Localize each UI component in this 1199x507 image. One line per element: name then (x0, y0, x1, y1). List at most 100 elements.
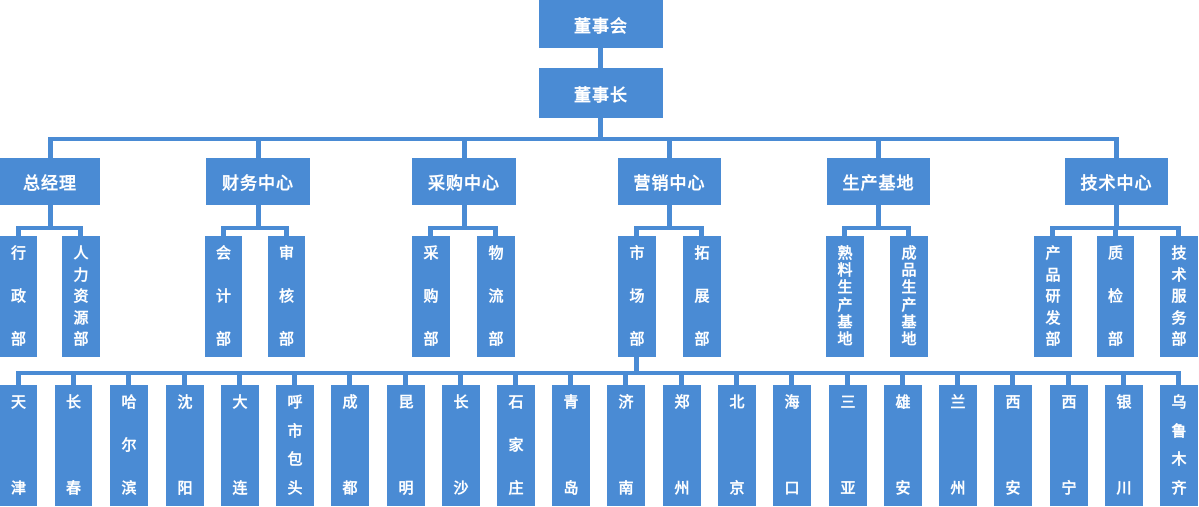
org-node-dept-accounting: 会计部 (205, 236, 242, 357)
connector-line (598, 48, 603, 68)
org-node-division-general-manager: 总经理 (0, 158, 100, 205)
connector-line (16, 226, 83, 230)
connector-line (906, 230, 911, 237)
connector-line (347, 375, 352, 386)
connector-line (403, 375, 408, 386)
org-node-dept-human-resources: 人力资源部 (62, 236, 100, 357)
connector-line (16, 371, 1181, 375)
connector-line (48, 137, 1119, 141)
connector-line (667, 205, 672, 230)
connector-line (126, 375, 131, 386)
org-node-dept-product-rnd: 产品研发部 (1034, 236, 1072, 357)
org-node-branch-beijing: 北京 (718, 385, 756, 506)
org-node-division-technology-center: 技术中心 (1065, 158, 1168, 205)
connector-line (71, 375, 76, 386)
connector-line (1050, 226, 1181, 230)
connector-line (1121, 375, 1126, 386)
connector-line (221, 226, 289, 230)
org-node-branch-changchun: 长春 (55, 385, 92, 506)
connector-line (679, 375, 684, 386)
connector-line (842, 230, 847, 237)
connector-line (428, 230, 433, 237)
org-node-branch-zhengzhou: 郑州 (663, 385, 701, 506)
connector-line (845, 375, 850, 386)
org-node-branch-tianjin: 天津 (0, 385, 37, 506)
org-node-branch-shijiazhuang: 石家庄 (497, 385, 535, 506)
connector-line (876, 205, 881, 230)
connector-line (1050, 230, 1055, 237)
connector-line (428, 226, 498, 230)
connector-line (1176, 230, 1181, 237)
connector-line (623, 375, 628, 386)
connector-line (182, 375, 187, 386)
org-node-branch-xining: 西宁 (1050, 385, 1088, 506)
connector-line (876, 141, 881, 158)
org-node-dept-administration: 行政部 (0, 236, 37, 357)
org-node-division-procurement-center: 采购中心 (412, 158, 516, 205)
connector-line (292, 375, 297, 386)
org-node-dept-quality-inspection: 质检部 (1097, 236, 1134, 357)
connector-line (1114, 205, 1119, 230)
connector-line (568, 375, 573, 386)
org-node-branch-sanya: 三亚 (829, 385, 867, 506)
org-node-chairman: 董事长 (539, 68, 663, 118)
connector-line (634, 230, 639, 237)
connector-line (48, 141, 53, 158)
connector-line (1176, 375, 1181, 386)
org-node-branch-jinan: 济南 (607, 385, 645, 506)
org-node-branch-xiongan: 雄安 (884, 385, 922, 506)
connector-line (1114, 141, 1119, 158)
org-node-branch-haikou: 海口 (773, 385, 811, 506)
connector-line (513, 375, 518, 386)
connector-line (1113, 230, 1118, 237)
org-node-branch-dalian: 大连 (221, 385, 259, 506)
connector-line (789, 375, 794, 386)
org-node-branch-chengdu: 成都 (331, 385, 369, 506)
connector-line (900, 375, 905, 386)
org-node-division-production-base: 生产基地 (827, 158, 930, 205)
connector-line (78, 230, 83, 237)
connector-line (734, 375, 739, 386)
org-node-board: 董事会 (539, 0, 663, 48)
org-node-branch-wulumuqi: 乌鲁木齐 (1160, 385, 1198, 506)
connector-line (16, 375, 21, 386)
org-node-branch-hushi-baotou: 呼市包头 (276, 385, 314, 506)
org-node-dept-technical-service: 技术服务部 (1160, 236, 1198, 357)
org-node-branch-shenyang: 沈阳 (166, 385, 204, 506)
connector-line (634, 226, 704, 230)
org-node-branch-yinchuan: 银川 (1105, 385, 1143, 506)
connector-line (256, 141, 261, 158)
org-node-branch-xian: 西安 (994, 385, 1032, 506)
connector-line (634, 357, 639, 373)
connector-line (493, 230, 498, 237)
connector-line (1010, 375, 1015, 386)
connector-line (256, 205, 261, 230)
connector-line (462, 205, 467, 230)
org-node-branch-lanzhou: 兰州 (939, 385, 977, 506)
connector-line (284, 230, 289, 237)
org-node-branch-haerbin: 哈尔滨 (110, 385, 148, 506)
org-node-branch-changsha: 长沙 (442, 385, 480, 506)
org-node-branch-qingdao: 青岛 (552, 385, 590, 506)
connector-line (667, 141, 672, 158)
connector-line (48, 205, 53, 230)
org-node-dept-purchasing: 采购部 (412, 236, 450, 357)
connector-line (237, 375, 242, 386)
org-node-dept-finished-product-base: 成品生产基地 (890, 236, 928, 357)
connector-line (842, 226, 911, 230)
org-node-dept-audit: 审核部 (268, 236, 305, 357)
org-node-dept-clinker-production-base: 熟料生产基地 (826, 236, 864, 357)
connector-line (598, 118, 603, 139)
connector-line (458, 375, 463, 386)
connector-line (955, 375, 960, 386)
connector-line (16, 230, 21, 237)
connector-line (1066, 375, 1071, 386)
connector-line (462, 141, 467, 158)
org-node-branch-kunming: 昆明 (387, 385, 425, 506)
org-node-dept-logistics: 物流部 (477, 236, 515, 357)
org-node-dept-market: 市场部 (618, 236, 656, 357)
connector-line (221, 230, 226, 237)
connector-line (699, 230, 704, 237)
org-node-division-finance-center: 财务中心 (206, 158, 310, 205)
